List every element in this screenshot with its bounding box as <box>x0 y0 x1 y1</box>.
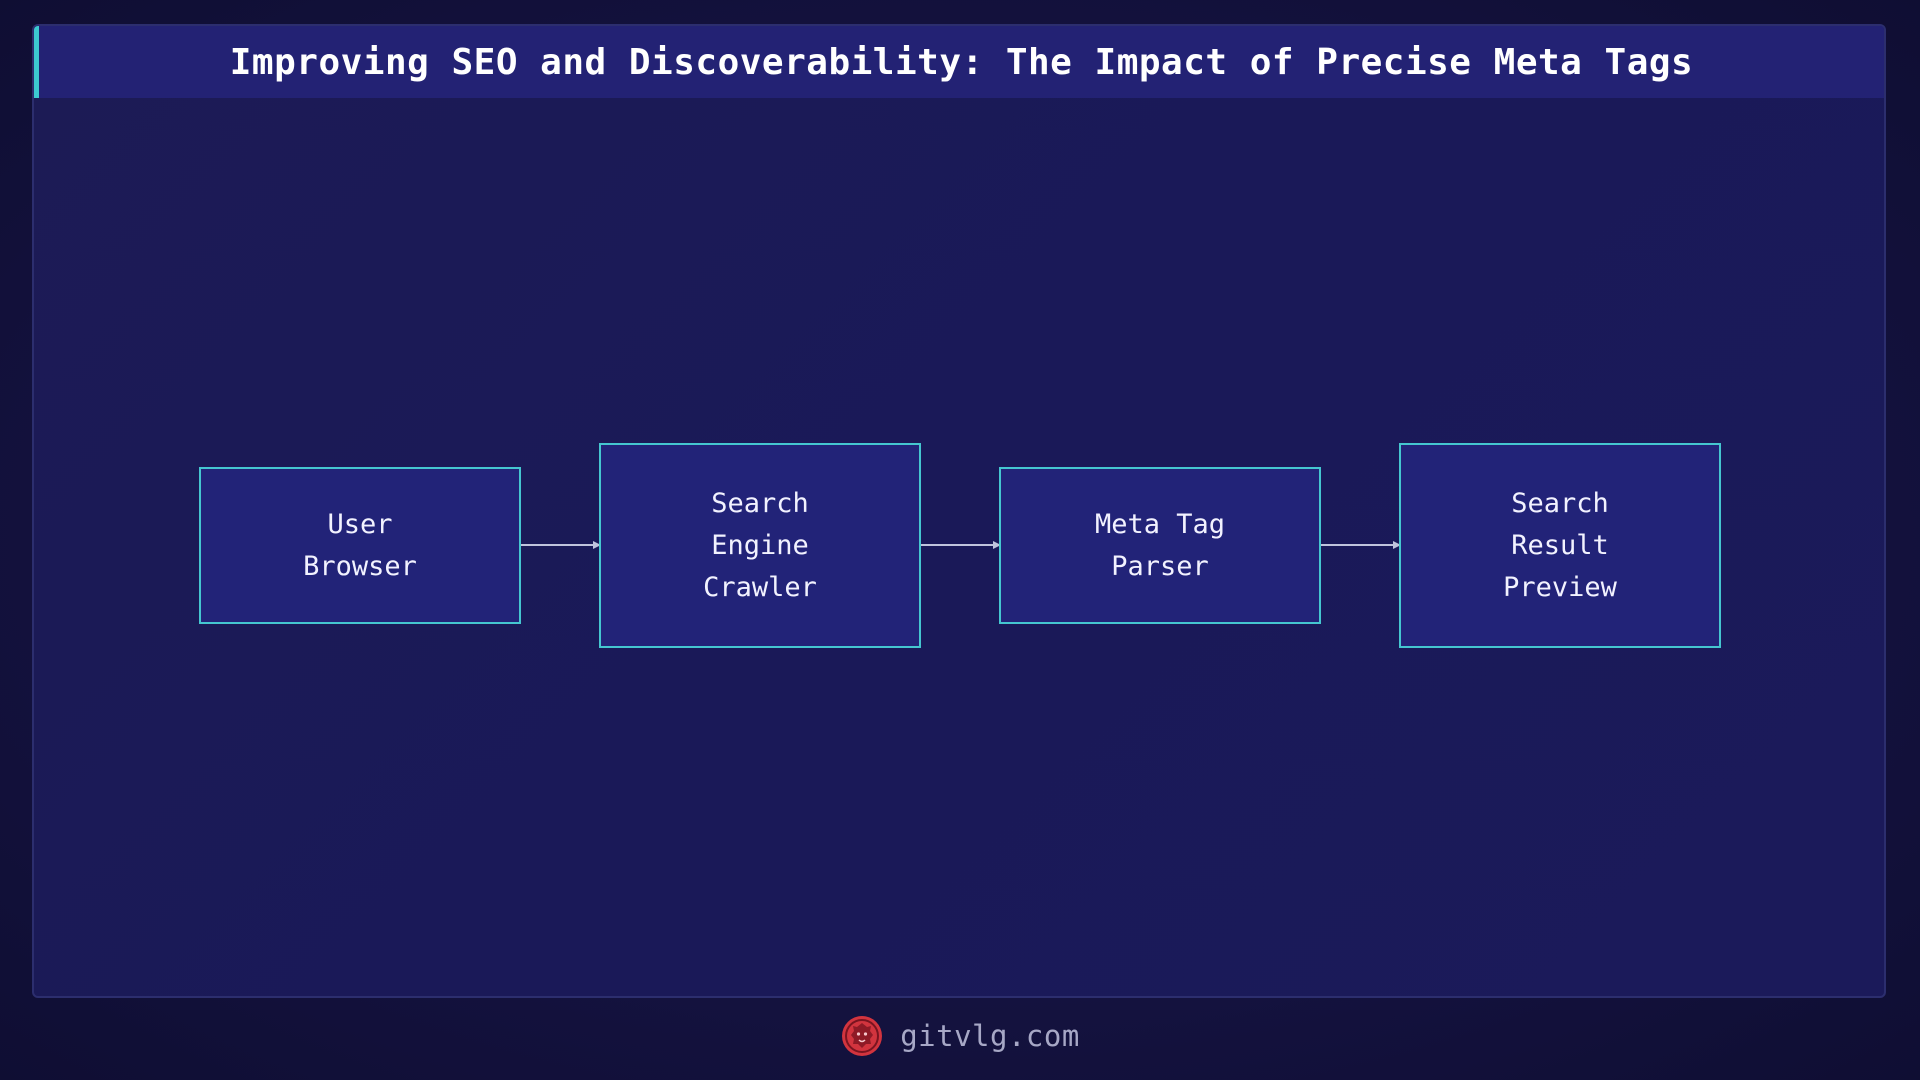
node-search-engine-crawler: Search Engine Crawler <box>599 443 921 648</box>
title-bar: Improving SEO and Discoverability: The I… <box>34 26 1884 98</box>
footer: gitvlg.com <box>0 1010 1920 1062</box>
footer-site-text: gitvlg.com <box>900 1019 1080 1053</box>
node-label: User Browser <box>303 508 417 582</box>
lion-logo-icon <box>842 1016 883 1056</box>
node-label: Search Result Preview <box>1503 487 1617 603</box>
node-label: Meta Tag Parser <box>1094 508 1226 582</box>
node-search-result-preview: Search Result Preview <box>1399 443 1721 648</box>
node-meta-tag-parser: Meta Tag Parser <box>999 467 1321 624</box>
diagram-title: Improving SEO and Discoverability: The I… <box>229 41 1694 83</box>
node-user-browser: User Browser <box>199 467 521 624</box>
node-label: Search Engine Crawler <box>703 487 817 603</box>
